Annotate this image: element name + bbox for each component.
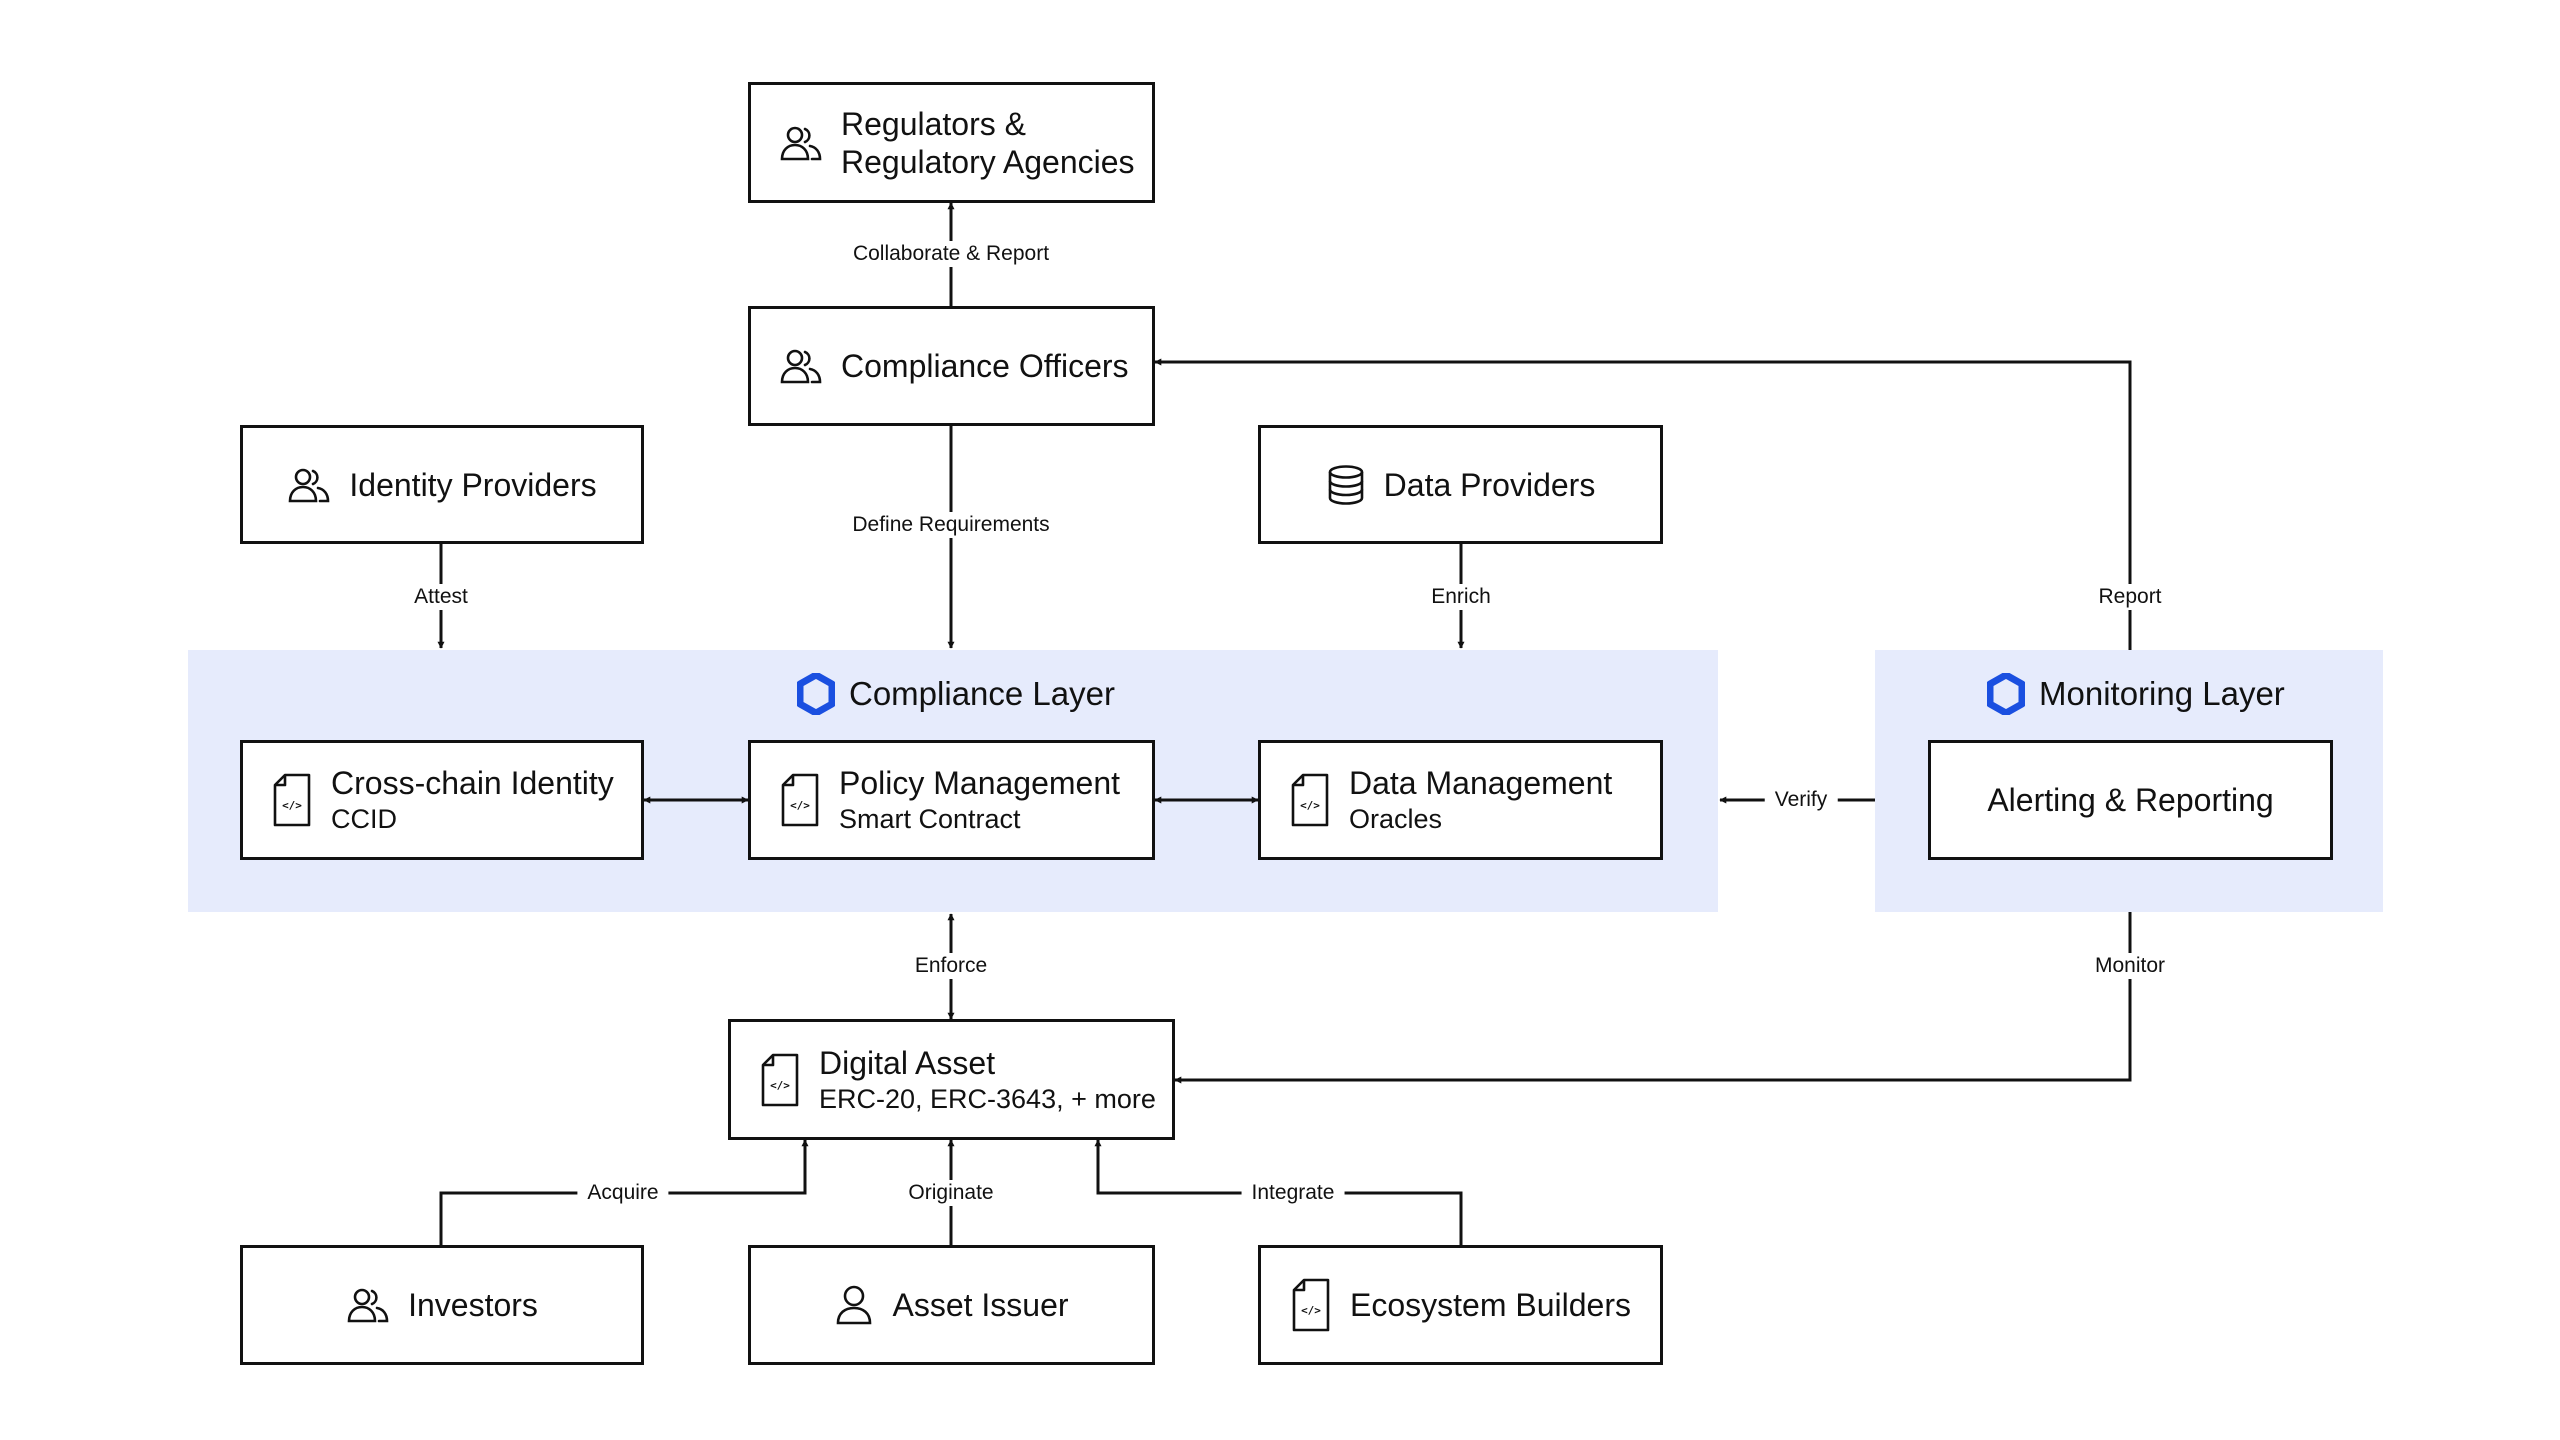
policy-management-title: Policy Management xyxy=(839,765,1121,801)
edge-report xyxy=(1154,358,2132,650)
people-icon xyxy=(289,468,330,502)
edge-label-verify: Verify xyxy=(1764,787,1838,813)
data-providers-title: Data Providers xyxy=(1383,466,1596,503)
people-icon xyxy=(780,126,822,160)
edge-label-enrich: Enrich xyxy=(1421,584,1501,610)
edge-label-attest: Attest xyxy=(404,584,478,610)
edge-label-report: Report xyxy=(2088,584,2172,610)
ecosystem-builders-title: Ecosystem Builders xyxy=(1350,1287,1631,1323)
monitoring-layer-title: Monitoring Layer xyxy=(1987,673,2285,715)
regulators-title-line2: Regulatory Agencies xyxy=(841,143,1135,180)
policy-management-subtitle: Smart Contract xyxy=(839,804,1021,834)
compliance-officers-title: Compliance Officers xyxy=(841,348,1129,384)
asset-issuer-node: Asset Issuer xyxy=(748,1245,1155,1365)
edge-monitor xyxy=(1174,912,2132,1084)
code-file-icon: </> xyxy=(781,773,819,827)
people-icon xyxy=(780,349,822,384)
cross-chain-identity-title: Cross-chain Identity xyxy=(331,765,614,801)
person-icon xyxy=(837,1285,872,1325)
edge-label-define-requirements: Define Requirements xyxy=(842,512,1060,538)
edge-label-collaborate-report: Collaborate & Report xyxy=(842,241,1060,267)
data-management-subtitle: Oracles xyxy=(1349,804,1443,834)
digital-asset-title: Digital Asset xyxy=(819,1044,996,1081)
compliance-layer-label: Compliance Layer xyxy=(849,675,1115,712)
edge-label-originate: Originate xyxy=(898,1180,1004,1206)
regulators-node: Regulators & Regulatory Agencies xyxy=(748,82,1155,203)
cross-chain-identity-node: </> Cross-chain Identity CCID xyxy=(240,740,644,860)
cross-chain-identity-subtitle: CCID xyxy=(331,804,397,834)
compliance-layer-title: Compliance Layer xyxy=(797,673,1115,715)
code-file-icon: </> xyxy=(273,773,311,827)
policy-management-node: </> Policy Management Smart Contract xyxy=(748,740,1155,860)
identity-providers-title: Identity Providers xyxy=(349,466,597,503)
hexagon-icon xyxy=(1987,673,2025,715)
asset-issuer-title: Asset Issuer xyxy=(892,1287,1069,1323)
svg-text:</>: </> xyxy=(770,1079,790,1092)
compliance-officers-node: Compliance Officers xyxy=(748,306,1155,426)
database-icon xyxy=(1328,464,1363,505)
edge-label-monitor: Monitor xyxy=(2084,953,2176,979)
regulators-title-line1: Regulators & xyxy=(841,105,1026,142)
people-icon xyxy=(347,1288,389,1323)
identity-providers-node: Identity Providers xyxy=(240,425,644,544)
data-management-node: </> Data Management Oracles xyxy=(1258,740,1663,860)
investors-title: Investors xyxy=(408,1287,538,1323)
digital-asset-subtitle: ERC-20, ERC-3643, + more xyxy=(819,1083,1156,1114)
ecosystem-builders-node: </> Ecosystem Builders xyxy=(1258,1245,1663,1365)
svg-text:</>: </> xyxy=(1301,1304,1321,1317)
svg-text:</>: </> xyxy=(790,799,810,812)
edge-label-integrate: Integrate xyxy=(1241,1180,1345,1206)
data-providers-node: Data Providers xyxy=(1258,425,1663,544)
alerting-reporting-title: Alerting & Reporting xyxy=(1987,782,2274,818)
edge-label-enforce: Enforce xyxy=(904,953,998,979)
alerting-reporting-node: Alerting & Reporting xyxy=(1928,740,2333,860)
hexagon-icon xyxy=(797,673,835,715)
data-management-title: Data Management xyxy=(1349,765,1613,801)
monitoring-layer-label: Monitoring Layer xyxy=(2039,675,2285,712)
investors-node: Investors xyxy=(240,1245,644,1365)
svg-text:</>: </> xyxy=(282,799,302,812)
edge-label-acquire: Acquire xyxy=(577,1180,669,1206)
code-file-icon: </> xyxy=(1292,1278,1330,1332)
code-file-icon: </> xyxy=(761,1053,799,1106)
code-file-icon: </> xyxy=(1291,773,1329,827)
digital-asset-node: </> Digital Asset ERC-20, ERC-3643, + mo… xyxy=(728,1019,1175,1140)
svg-text:</>: </> xyxy=(1300,799,1320,812)
